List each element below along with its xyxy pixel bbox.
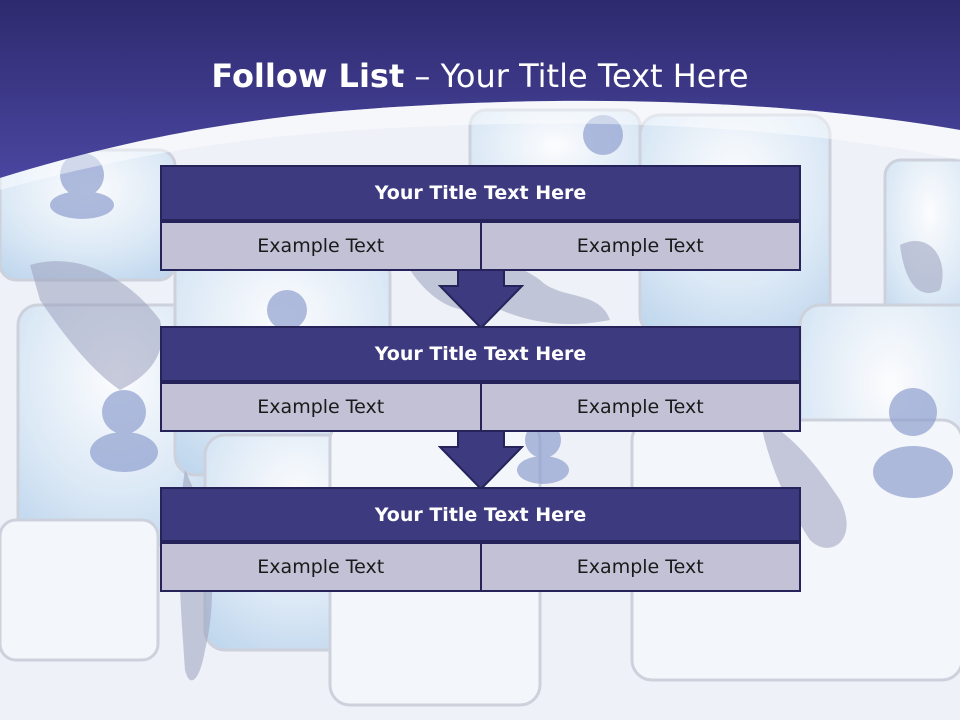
block-cell-left: Example Text <box>160 221 482 271</box>
block-row: Example Text Example Text <box>160 382 801 432</box>
title-rest-text: – Your Title Text Here <box>404 57 749 95</box>
block-row: Example Text Example Text <box>160 542 801 592</box>
block-cell-right: Example Text <box>481 382 801 432</box>
block-cell-right: Example Text <box>481 542 801 592</box>
block-row: Example Text Example Text <box>160 221 801 271</box>
list-block-1: Your Title Text Here Example Text Exampl… <box>160 165 801 271</box>
down-arrow-icon <box>438 423 524 491</box>
block-header: Your Title Text Here <box>160 487 801 542</box>
block-cell-left: Example Text <box>160 382 482 432</box>
block-header: Your Title Text Here <box>160 165 801 221</box>
block-cell-left: Example Text <box>160 542 482 592</box>
block-header: Your Title Text Here <box>160 326 801 382</box>
down-arrow-icon <box>438 262 524 330</box>
slide-title: Follow List – Your Title Text Here <box>0 52 960 100</box>
title-bold-text: Follow List <box>211 57 405 95</box>
block-cell-right: Example Text <box>481 221 801 271</box>
list-block-2: Your Title Text Here Example Text Exampl… <box>160 326 801 432</box>
list-block-3: Your Title Text Here Example Text Exampl… <box>160 487 801 592</box>
